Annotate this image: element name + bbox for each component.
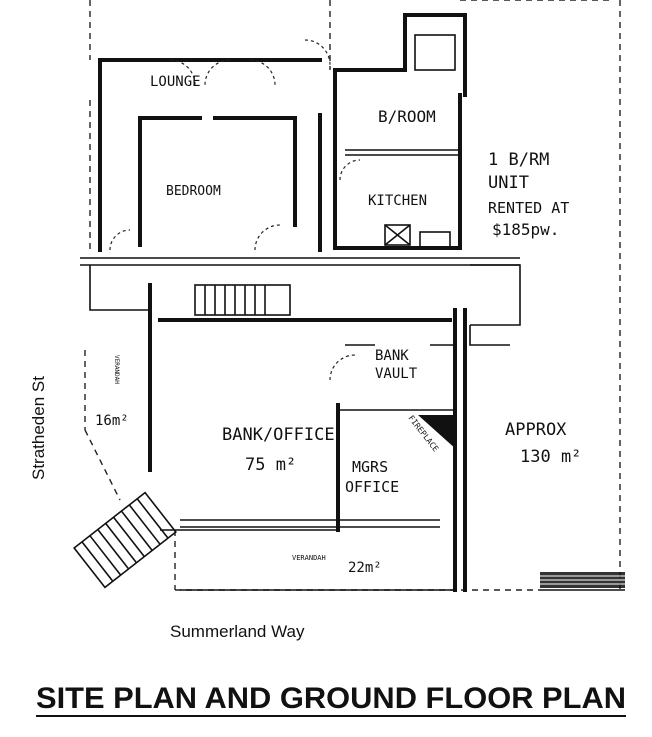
- entrance-steps: [73, 491, 177, 589]
- staircase: [194, 284, 291, 316]
- bathroom-label: B/ROOM: [378, 107, 436, 126]
- approx-label-line1: APPROX: [505, 420, 567, 440]
- bank-walls: [148, 283, 467, 592]
- page-title: SITE PLAN AND GROUND FLOOR PLAN: [36, 682, 626, 715]
- lounge-label: LOUNGE: [150, 74, 201, 90]
- unit-label-line4: $185pw.: [492, 220, 559, 239]
- verandah-left-label: VERANDAH: [113, 355, 120, 384]
- verandah-left-area: 16m²: [95, 413, 129, 429]
- unit-label-line2: UNIT: [488, 173, 529, 193]
- street-front-label: Summerland Way: [170, 622, 305, 641]
- approx-label-line2: 130 m²: [520, 447, 581, 467]
- unit-label-line1: 1 B/RM: [488, 150, 549, 170]
- bank-office-label: BANK/OFFICE: [222, 425, 335, 445]
- bank-vault-label-line1: BANK: [375, 348, 409, 364]
- street-side-label: Stratheden St: [29, 376, 48, 480]
- bank-vault-label-line2: VAULT: [375, 366, 418, 382]
- bank-office-area: 75 m²: [245, 455, 296, 475]
- verandahs: [84, 350, 625, 591]
- mgrs-office-label-line1: MGRS: [352, 458, 388, 476]
- residence-walls: [98, 13, 467, 252]
- verandah-bottom-area: 22m²: [348, 560, 382, 576]
- kitchen-label: KITCHEN: [368, 193, 427, 209]
- unit-label-line3: RENTED AT: [488, 199, 569, 217]
- mgrs-office-label-line2: OFFICE: [345, 478, 399, 496]
- middle-band: [80, 257, 521, 346]
- verandah-bottom-label: VERANDAH: [292, 554, 326, 562]
- bedroom-label: BEDROOM: [166, 184, 221, 199]
- door-swings: [109, 39, 361, 381]
